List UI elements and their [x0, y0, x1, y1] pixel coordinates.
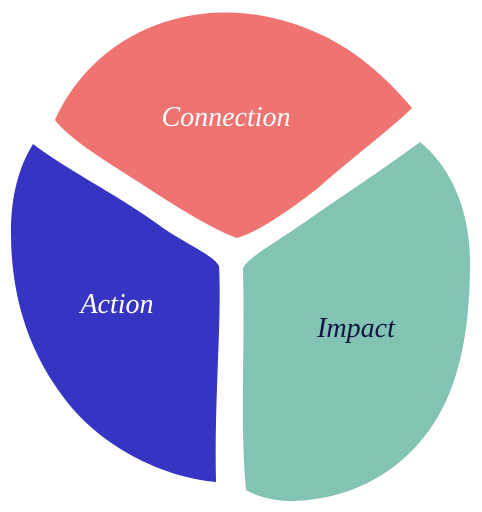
segment-action: Action — [10, 144, 220, 482]
segment-connection-shape — [55, 12, 412, 238]
segment-impact: Impact — [242, 142, 470, 501]
segment-impact-shape — [242, 142, 470, 501]
segment-impact-label: Impact — [316, 313, 396, 344]
segment-connection-label: Connection — [161, 102, 290, 133]
segment-action-shape — [10, 144, 220, 482]
segment-action-label: Action — [78, 289, 153, 320]
segment-connection: Connection — [55, 12, 412, 238]
